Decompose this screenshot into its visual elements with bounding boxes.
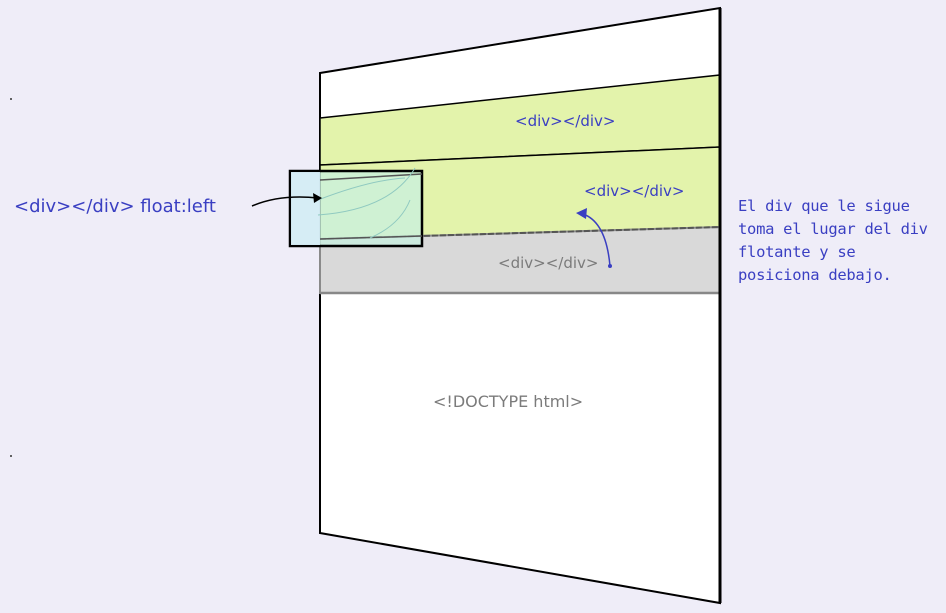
shift-arrow [582,213,611,267]
float-label-arrow [251,196,319,207]
stray-mark [10,98,12,100]
float-div-scribble [317,177,406,201]
document-label: <!DOCTYPE html> [433,392,584,411]
shift-arrowhead [576,208,587,219]
float-div-label: <div></div> float:left [14,196,216,217]
float-label-arrowhead [313,193,322,203]
float-div-crossing-line [319,173,423,181]
div-2-label: <div></div> [584,182,685,200]
float-div-scribble-2 [317,167,416,216]
shift-arrow-origin [608,264,612,268]
stray-mark-2 [10,455,12,457]
div-3-label: <div></div> [498,254,599,272]
div-1-label: <div></div> [515,112,616,130]
float-div-overflow-tint [291,172,320,245]
float-div-scribble-3 [369,199,411,239]
explanation-note: El div que le sigue toma el lugar del di… [738,197,928,284]
